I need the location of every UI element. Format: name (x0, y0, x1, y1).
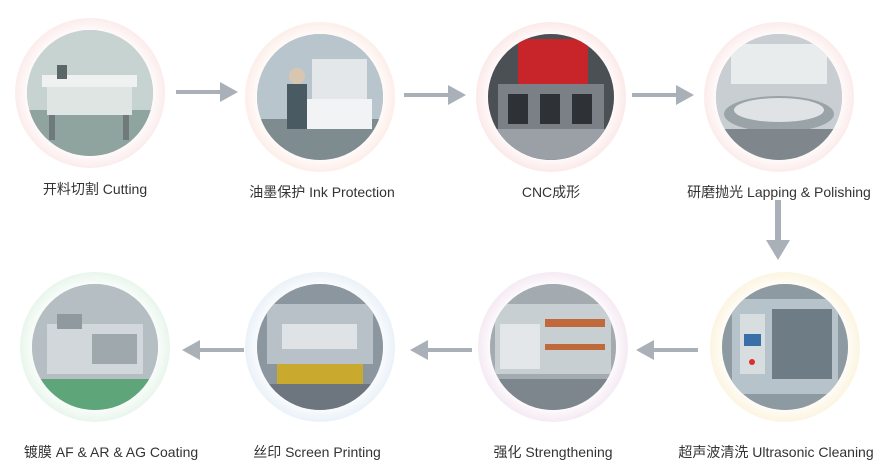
strengthening-furnace-photo (490, 284, 616, 410)
arrow-left-icon (182, 340, 244, 360)
cnc-machine-photo (488, 34, 614, 160)
ink-protection-photo (257, 34, 383, 160)
arrow-left-icon (410, 340, 472, 360)
arrow-left-icon (636, 340, 698, 360)
step-label-lapping-polishing: 研磨抛光 Lapping & Polishing (687, 184, 871, 200)
step-label-ink-protection: 油墨保护 Ink Protection (249, 184, 395, 200)
step-screen-printing (245, 272, 395, 422)
step-label-coating: 镀膜 AF & AR & AG Coating (23, 444, 199, 460)
step-label-screen-printing: 丝印 Screen Printing (253, 444, 381, 460)
cutting-machine-photo (27, 30, 153, 156)
arrow-right-icon (176, 82, 238, 102)
arrow-down-icon (766, 200, 790, 260)
step-label-ultrasonic-cleaning: 超声波清洗 Ultrasonic Cleaning (678, 444, 874, 460)
ultrasonic-cleaner-photo (722, 284, 848, 410)
step-lapping-polishing (704, 22, 854, 172)
step-label-strengthening: 强化 Strengthening (493, 444, 613, 460)
coating-line-photo (32, 284, 158, 410)
step-strengthening (478, 272, 628, 422)
arrow-right-icon (632, 85, 694, 105)
screen-printing-photo (257, 284, 383, 410)
polishing-machine-photo (716, 34, 842, 160)
arrow-right-icon (404, 85, 466, 105)
step-ultrasonic-cleaning (710, 272, 860, 422)
step-cnc (476, 22, 626, 172)
step-cutting (15, 18, 165, 168)
step-coating (20, 272, 170, 422)
step-label-cnc: CNC成形 (521, 184, 581, 200)
step-ink-protection (245, 22, 395, 172)
step-label-cutting: 开料切割 Cutting (42, 181, 148, 197)
